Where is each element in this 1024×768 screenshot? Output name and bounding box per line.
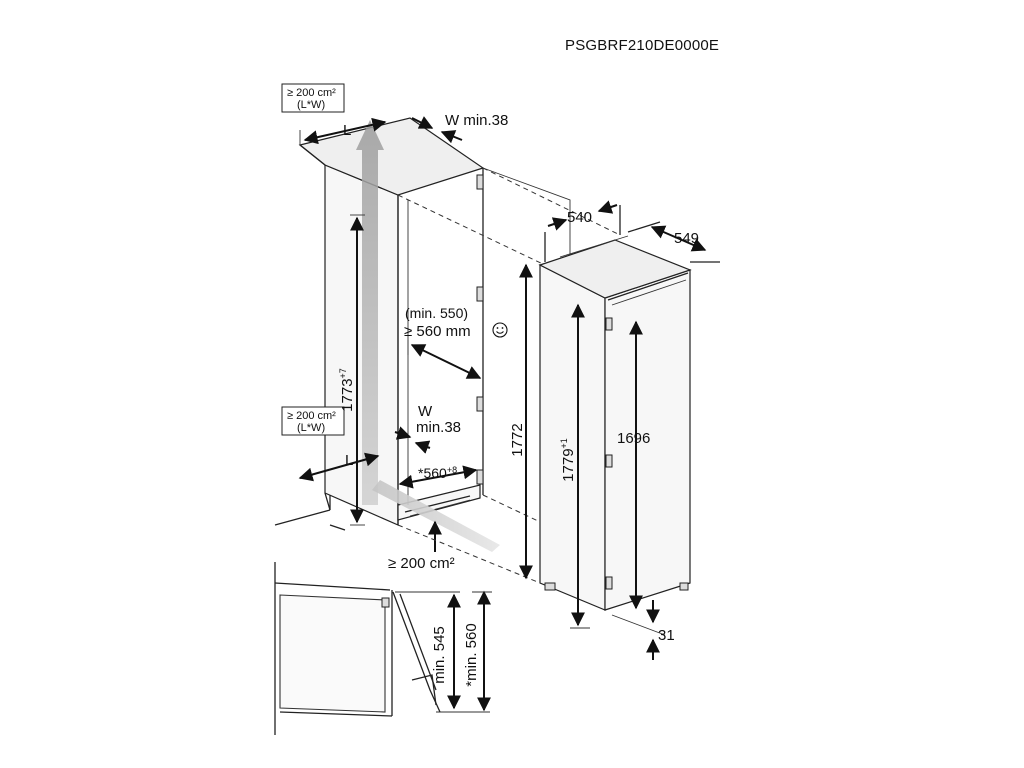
label-w-540: 540 bbox=[567, 209, 592, 226]
label-w-bottom: W bbox=[418, 403, 433, 420]
vent-area-box-top: ≥ 200 cm² (L*W) bbox=[281, 83, 345, 113]
label-h-1772: 1772 bbox=[509, 423, 526, 456]
svg-text:min. 545: min. 545 bbox=[431, 626, 448, 684]
label-detail-min-545: min. 545 bbox=[431, 626, 448, 684]
label-vent-floor: ≥ 200 cm² bbox=[388, 555, 455, 572]
label-h-1696: 1696 bbox=[617, 430, 650, 447]
label-gap-31: 31 bbox=[658, 627, 675, 644]
label-L-bottom: L bbox=[345, 452, 353, 469]
vent-area-top-line2: (L*W) bbox=[297, 99, 325, 111]
detail-view bbox=[274, 562, 492, 735]
svg-text:*min. 560: *min. 560 bbox=[463, 623, 480, 686]
cabinet-dimensions bbox=[298, 116, 482, 552]
vent-area-bottom-line2: (L*W) bbox=[297, 422, 325, 434]
model-code: PSGBRF210DE0000E bbox=[565, 37, 719, 54]
appliance-unit bbox=[538, 235, 692, 611]
svg-text:1773+7: 1773+7 bbox=[338, 368, 356, 412]
label-w-min-top: W min.38 bbox=[445, 112, 508, 129]
svg-text:1772: 1772 bbox=[509, 423, 526, 456]
label-L-top: L bbox=[343, 122, 351, 139]
label-d-560: *560+8 bbox=[418, 465, 457, 481]
vent-area-top-line1: ≥ 200 cm² bbox=[287, 87, 336, 99]
vent-area-bottom-line1: ≥ 200 cm² bbox=[287, 410, 336, 422]
vent-area-box-bottom: ≥ 200 cm² (L*W) bbox=[281, 406, 345, 436]
label-d-549: 549 bbox=[674, 230, 699, 247]
svg-text:1779+1: 1779+1 bbox=[559, 438, 577, 482]
label-min-560mm: ≥ 560 mm bbox=[404, 323, 471, 340]
label-h-1779: 1779+1 bbox=[559, 438, 577, 482]
label-min-550: (min. 550) bbox=[405, 305, 468, 321]
label-h-1773: 1773+7 bbox=[338, 368, 356, 412]
label-detail-min-560: *min. 560 bbox=[463, 623, 480, 686]
smiley-icon bbox=[492, 322, 508, 338]
appliance-dimensions bbox=[519, 200, 720, 660]
label-w-bottom-min: min.38 bbox=[416, 419, 461, 436]
